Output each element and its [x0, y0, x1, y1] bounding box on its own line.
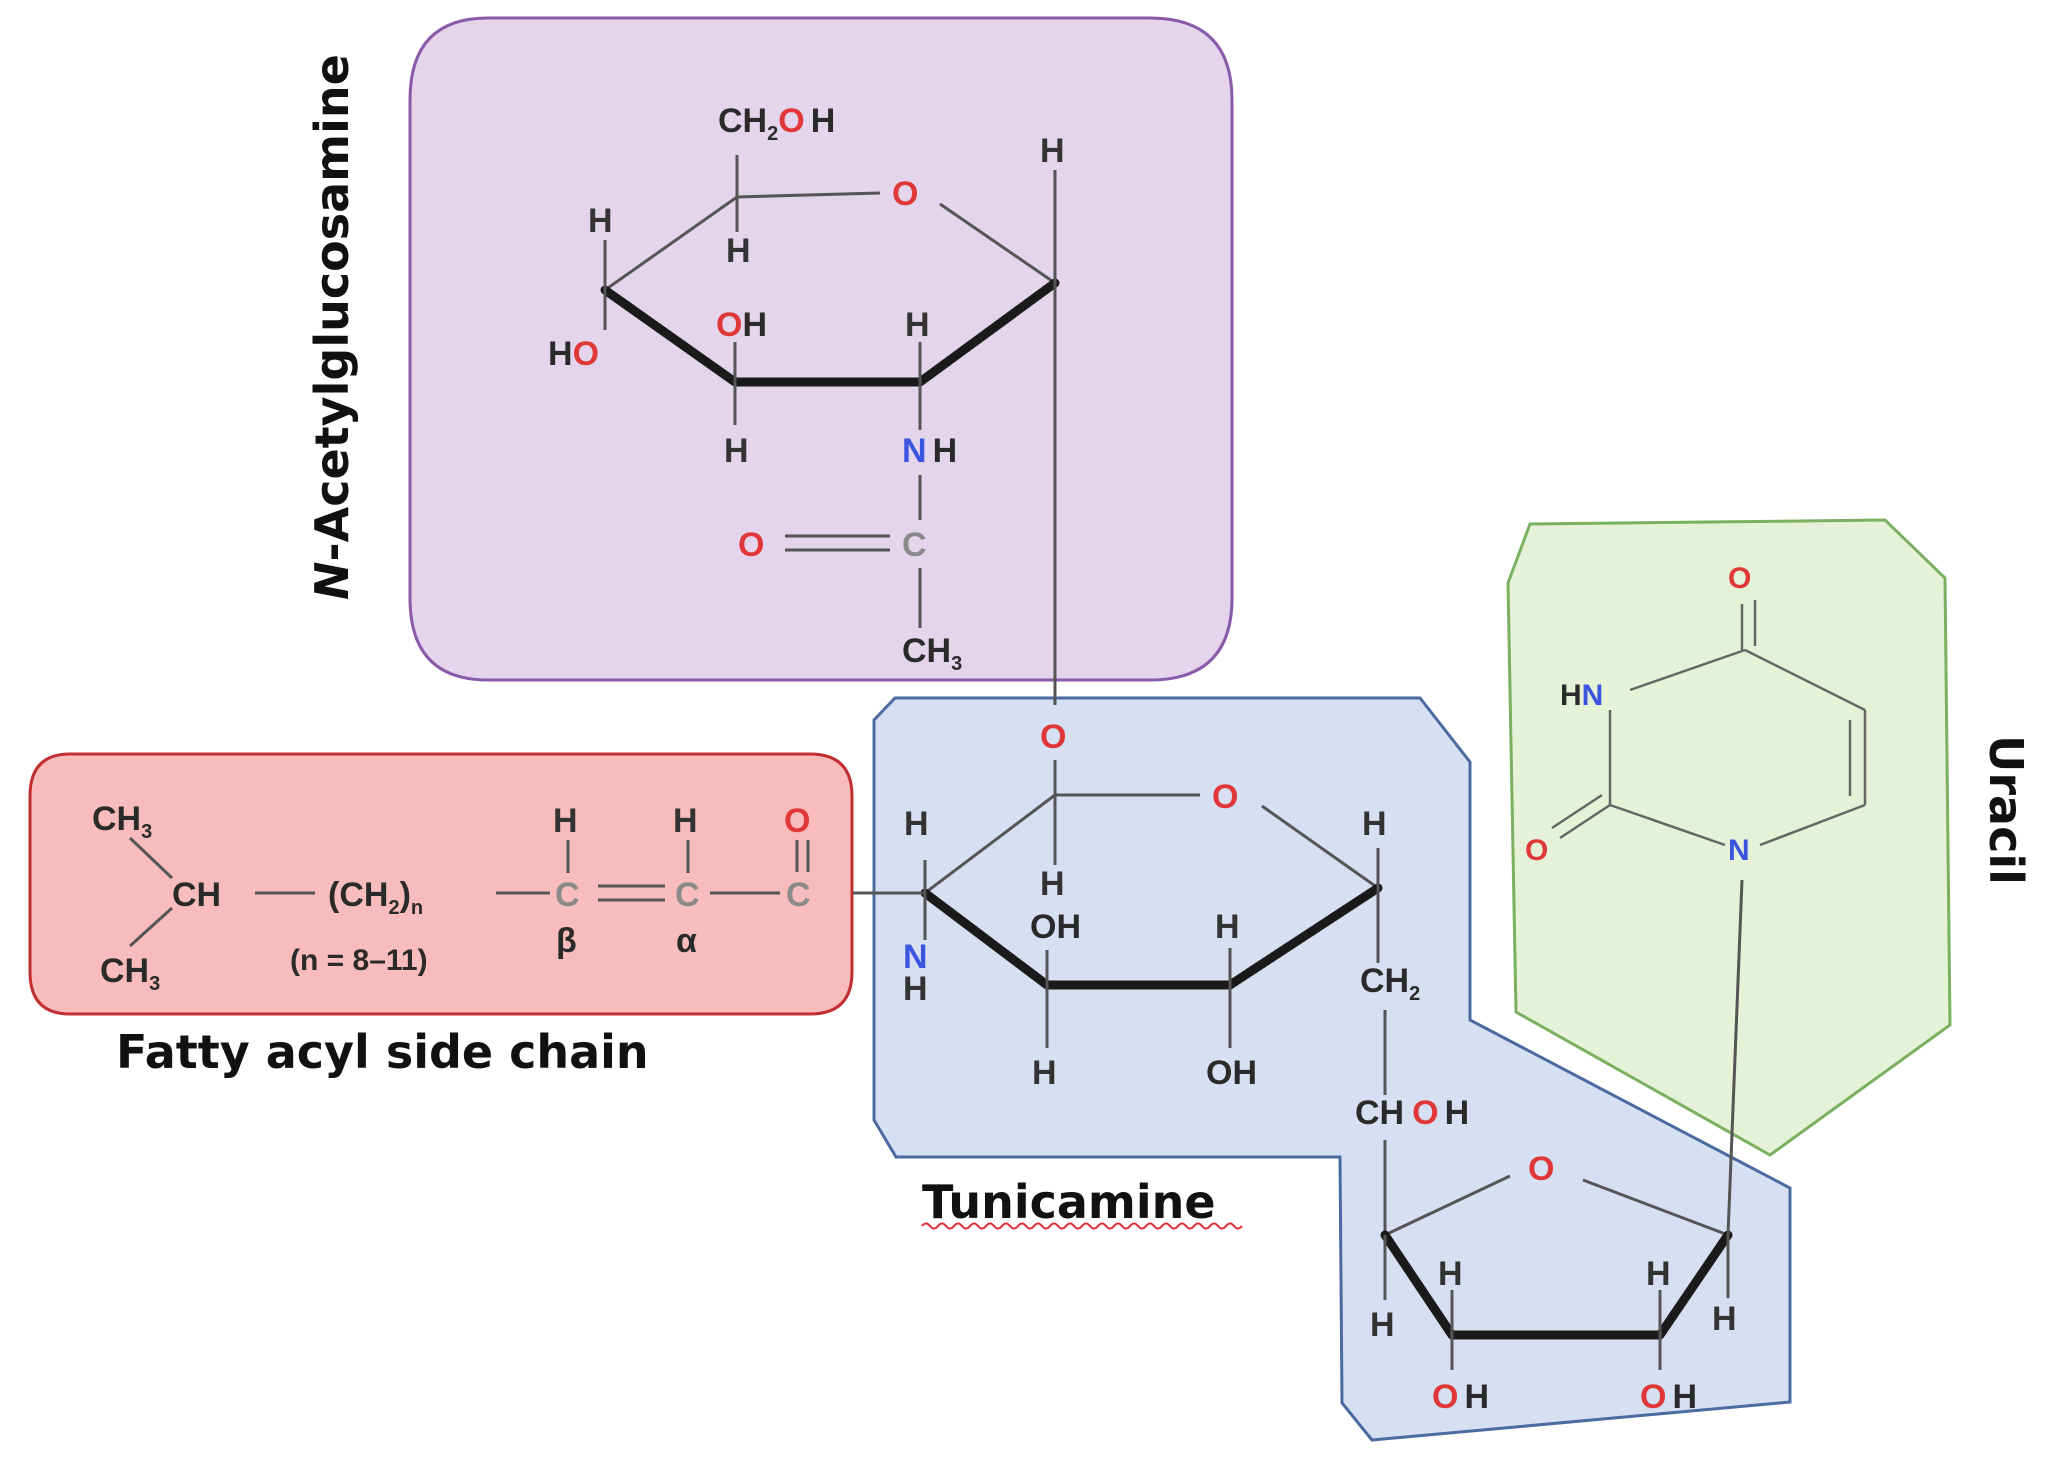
tunicamine-label: Tunicamine — [922, 1175, 1216, 1229]
glycosidic-oxygen: O — [1040, 718, 1066, 756]
glcnac-label: N-Acetylglucosamine — [305, 54, 359, 600]
ribose-h-c2: H — [1646, 1255, 1671, 1293]
fatty-acyl-region — [28, 752, 854, 1016]
tunicamine-nh-h: H — [903, 970, 928, 1008]
ribose-bonds — [1380, 879, 1744, 1370]
glcnac-h-c5: H — [726, 232, 751, 270]
isopropyl-ch: CH — [172, 876, 221, 914]
fatty-acyl-label: Fatty acyl side chain — [116, 1025, 649, 1079]
uracil-bonds — [1551, 600, 1867, 847]
ribose-h-c1: H — [1712, 1300, 1737, 1338]
tunicamine-h-bottom: H — [1032, 1054, 1057, 1092]
h-alpha: H — [673, 802, 698, 840]
carbonyl-oxygen: O — [784, 802, 810, 840]
tunicamine-oh-2: OH — [1206, 1054, 1257, 1092]
uracil-o4: O — [1728, 562, 1751, 595]
spellcheck-underline — [921, 1222, 1243, 1230]
isopropyl-ch3-top: CH3 — [92, 800, 152, 843]
glcnac-ho: HO — [548, 335, 599, 373]
tunicamine-region — [872, 696, 1792, 1442]
uracil-atoms: O HN O N — [1525, 562, 1751, 867]
glcnac-oh: OH — [716, 306, 767, 344]
methylene-repeat: (CH2)n — [328, 876, 423, 919]
tunicamine-h-mid: H — [1215, 908, 1240, 946]
glcnac-h-c3: H — [724, 432, 749, 470]
ribose-h-c3: H — [1438, 1255, 1463, 1293]
uracil-n1: N — [1728, 834, 1750, 867]
glcnac-bonds — [600, 155, 1060, 705]
tunicamine-bonds — [853, 760, 1387, 1235]
tunicamine-ch2: CH2 — [1360, 962, 1420, 1005]
ribose-ring-oxygen: O — [1528, 1150, 1554, 1188]
tunicamine-nh: N — [903, 938, 928, 976]
fatty-atoms: CH3 CH CH3 (CH2)n (n = 8–11) H H O C C C… — [92, 800, 811, 995]
c-beta: C — [555, 876, 580, 914]
beta-label: β — [556, 922, 577, 960]
acetyl-oxygen: O — [738, 526, 764, 564]
n-range: (n = 8–11) — [290, 944, 428, 977]
fatty-bonds — [128, 836, 810, 948]
uracil-region — [1506, 518, 1952, 1157]
c-alpha: C — [675, 876, 700, 914]
tunicamine-ring-oxygen: O — [1212, 778, 1238, 816]
glcnac-h-anomeric: H — [1040, 132, 1065, 170]
tunicamine-h-left-top: H — [904, 805, 929, 843]
ribose-h-c4: H — [1370, 1306, 1395, 1344]
glcnac-h-c2: H — [905, 306, 930, 344]
alpha-label: α — [676, 922, 697, 960]
tunicamine-h-c1: H — [1040, 865, 1065, 903]
glcnac-h-c4: H — [588, 202, 613, 240]
uracil-o2: O — [1525, 834, 1548, 867]
tunicamine-oh-1: OH — [1030, 908, 1081, 946]
glcnac-ring-oxygen: O — [892, 175, 918, 213]
acetyl-carbon: C — [902, 526, 927, 564]
c-carbonyl: C — [786, 876, 811, 914]
uracil-hn3: HN — [1560, 679, 1603, 712]
acetyl-ch3: CH3 — [902, 632, 962, 675]
isopropyl-ch3-bottom: CH3 — [100, 952, 160, 995]
tunicamine-h-right: H — [1362, 805, 1387, 843]
uracil-label: Uracil — [1979, 735, 2033, 885]
h-beta: H — [553, 802, 578, 840]
glcnac-region — [408, 16, 1234, 682]
